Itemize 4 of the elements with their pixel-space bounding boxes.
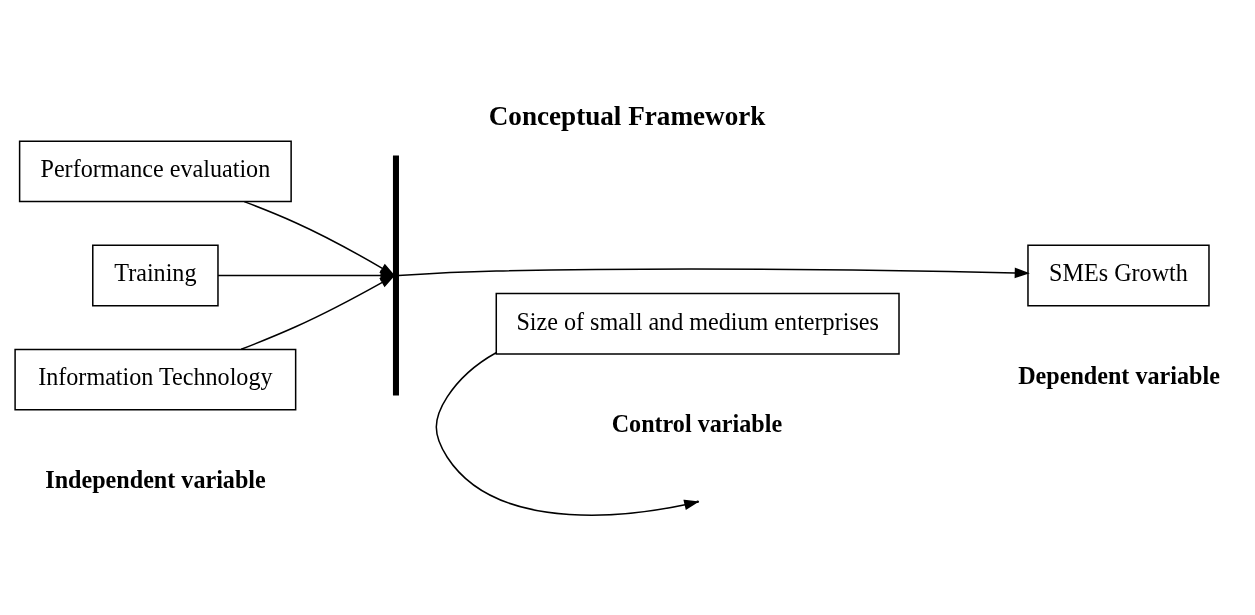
label: Dependent variable <box>1018 361 1220 389</box>
label: Independent variable <box>45 465 266 493</box>
diagram-title: Conceptual Framework <box>488 101 766 132</box>
label: Control variable <box>611 410 783 438</box>
